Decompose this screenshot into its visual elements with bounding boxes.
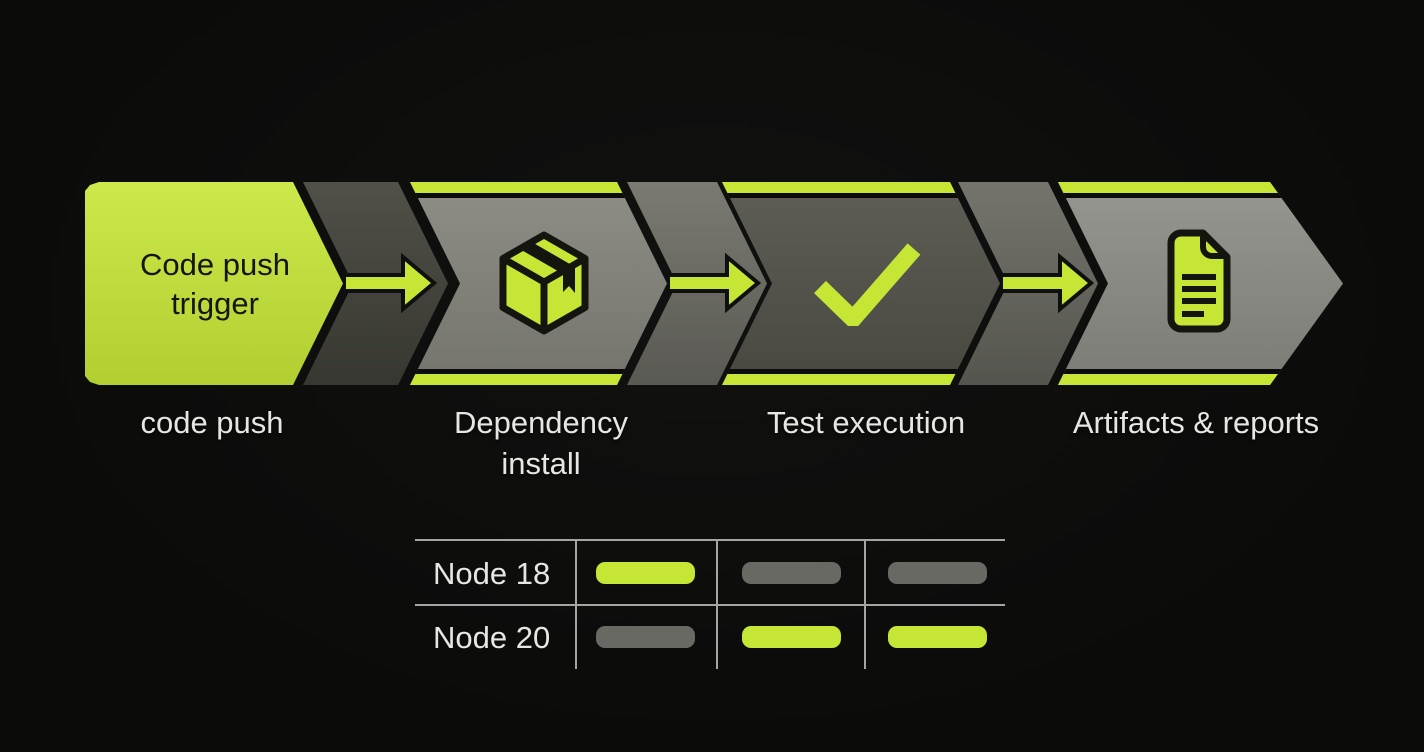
start-box-label: Code push trigger — [140, 246, 290, 321]
edge-gap — [722, 193, 1000, 198]
edge-gap — [1058, 369, 1343, 374]
stage-label-artifacts-reports: Artifacts & reports — [1072, 405, 1320, 440]
flow-arrow-icon — [1000, 252, 1095, 314]
matrix-top-line — [415, 539, 1005, 541]
matrix-vertical-line — [864, 539, 866, 669]
lime-edge-strip — [410, 374, 667, 385]
matrix-bar — [742, 626, 841, 648]
edge-gap — [722, 369, 1000, 374]
document-icon — [1167, 229, 1231, 333]
stage-chevron-test-execution — [722, 182, 1000, 385]
stage-label-test-execution: Test execution — [766, 405, 966, 440]
matrix-bar — [742, 562, 841, 584]
lime-edge-strip — [410, 182, 667, 193]
flow-arrow-icon — [667, 252, 762, 314]
edge-gap — [410, 193, 667, 198]
lime-edge-strip — [722, 374, 1000, 385]
edge-gap — [410, 369, 667, 374]
matrix-row-label-node-20: Node 20 — [433, 620, 551, 655]
stage-label-dependency-install: Dependency install — [453, 405, 629, 481]
matrix-bar — [596, 562, 695, 584]
matrix-bar — [888, 626, 987, 648]
stage-chevron-code-push: Code push trigger — [85, 182, 343, 385]
lime-edge-strip — [1058, 182, 1343, 193]
matrix-bar — [888, 562, 987, 584]
lime-edge-strip — [722, 182, 1000, 193]
matrix-vertical-line — [716, 539, 718, 669]
stage-chevron-dependency-install — [410, 182, 667, 385]
matrix-middle-line — [415, 604, 1005, 606]
matrix-vertical-line — [575, 539, 577, 669]
matrix-bar — [596, 626, 695, 648]
lime-edge-strip — [1058, 374, 1343, 385]
edge-gap — [1058, 193, 1343, 198]
flow-arrow-icon — [343, 252, 438, 314]
checkmark-icon — [814, 243, 921, 326]
package-icon — [499, 231, 589, 335]
stage-label-code-push: code push — [140, 405, 284, 440]
stage-chevron-artifacts-reports — [1058, 182, 1343, 385]
matrix-row-label-node-18: Node 18 — [433, 556, 551, 591]
